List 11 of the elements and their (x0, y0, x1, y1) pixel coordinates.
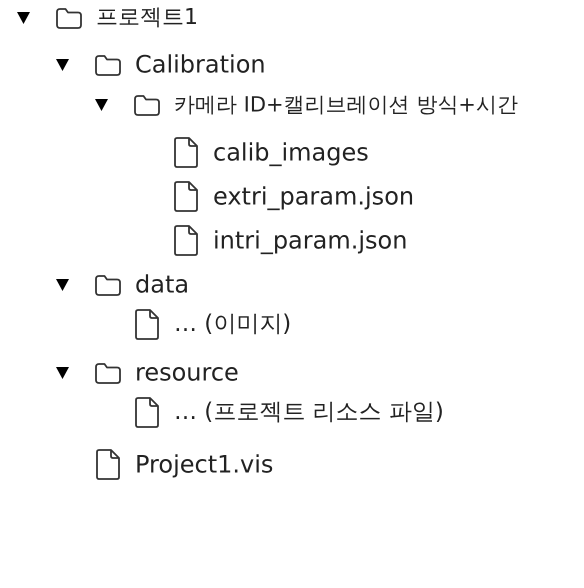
file-name: … (프로젝트 리소스 파일) (174, 399, 444, 427)
folder-name: 프로젝트1 (96, 4, 198, 32)
file-name: intri_param.json (213, 226, 408, 256)
folder-name: Calibration (135, 50, 266, 80)
file-name: Project1.vis (135, 450, 274, 480)
folder-name: 카메라 ID+캘리브레이션 방식+시간 (174, 92, 518, 118)
file-name: extri_param.json (213, 182, 414, 212)
folder-name: data (135, 270, 190, 300)
file-name: … (이미지) (174, 311, 292, 339)
folder-name: resource (135, 358, 239, 388)
file-name: calib_images (213, 138, 369, 168)
